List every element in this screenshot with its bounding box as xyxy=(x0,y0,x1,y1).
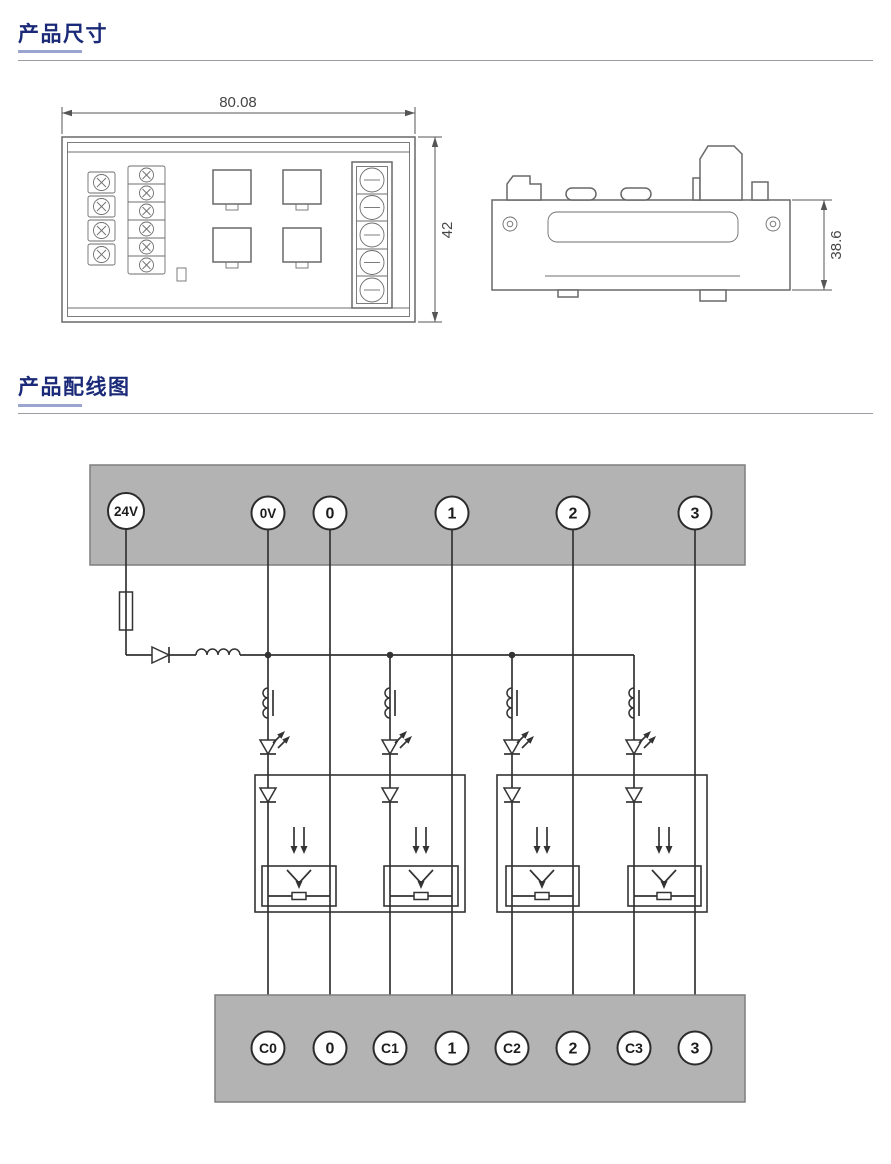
side-housing-outline xyxy=(491,199,791,291)
section-title-dimensions: 产品尺寸 xyxy=(18,23,108,46)
right-terminal-strip xyxy=(351,161,393,309)
side-view-drawing: 38.6 xyxy=(491,145,845,302)
terminal-bottom-0: 0 xyxy=(312,1030,348,1066)
din-notch xyxy=(557,289,579,298)
section-title-wiring: 产品配线图 xyxy=(18,376,131,399)
diode-symbol xyxy=(151,645,171,665)
led-symbol xyxy=(258,731,290,756)
section-divider-rule xyxy=(18,60,873,61)
inductor-symbol-bus xyxy=(195,648,241,656)
power-supply-branch xyxy=(118,529,634,665)
coupling-arrows xyxy=(655,827,673,854)
terminal-bottom-c3: C3 xyxy=(616,1030,652,1066)
terminal-bottom-c2: C2 xyxy=(494,1030,530,1066)
side-small-block xyxy=(751,181,769,201)
terminal-top-2: 2 xyxy=(555,495,591,531)
svg-text:C3: C3 xyxy=(625,1040,643,1056)
terminal-top-0: 0 xyxy=(312,495,348,531)
title-accent-underline-2 xyxy=(18,404,82,407)
side-connector-bump xyxy=(506,175,542,201)
coupling-arrows xyxy=(412,827,430,854)
side-terminal-cover xyxy=(699,145,743,201)
photodiode-symbol xyxy=(502,787,522,804)
inductor-symbol xyxy=(628,687,640,719)
relay-blocks xyxy=(176,169,322,282)
terminal-bottom-c1: C1 xyxy=(372,1030,408,1066)
side-height-dimension: 38.6 xyxy=(792,199,845,291)
relay-contact-symbol xyxy=(505,865,580,907)
height-dimension: 42 xyxy=(418,136,456,323)
output-channel-3 xyxy=(624,530,702,1032)
terminal-bottom-c0: C0 xyxy=(250,1030,286,1066)
svg-text:2: 2 xyxy=(569,1041,578,1058)
optocoupler-group-box-2 xyxy=(496,774,708,913)
side-ledge xyxy=(692,177,701,201)
terminal-top-3: 3 xyxy=(677,495,713,531)
side-label-recess xyxy=(547,211,739,243)
bottom-terminal-bar xyxy=(214,994,746,1103)
svg-text:C0: C0 xyxy=(259,1040,277,1056)
title-accent-underline xyxy=(18,50,82,53)
optocoupler-group-box-1 xyxy=(254,774,466,913)
side-screw-left xyxy=(506,220,514,228)
photodiode-symbol xyxy=(258,787,278,804)
terminal-top-1: 1 xyxy=(434,495,470,531)
svg-text:0V: 0V xyxy=(260,506,277,521)
relay-contact-symbol xyxy=(383,865,459,907)
inductor-symbol xyxy=(384,687,396,719)
relay-contact-symbol xyxy=(627,865,702,907)
front-view-drawing: 80.08 42 xyxy=(61,94,456,323)
svg-text:0: 0 xyxy=(326,1041,335,1058)
terminal-bottom-3: 3 xyxy=(677,1030,713,1066)
inductor-symbol xyxy=(262,687,274,719)
svg-text:3: 3 xyxy=(691,1041,700,1058)
output-channel-0 xyxy=(258,530,337,1032)
svg-text:2: 2 xyxy=(569,506,578,523)
terminal-top-0v: 0V xyxy=(250,495,286,531)
side-dome-1 xyxy=(565,187,597,201)
side-dome-2 xyxy=(620,187,652,201)
side-height-dimension-label: 38.6 xyxy=(828,230,845,259)
svg-text:0: 0 xyxy=(326,506,335,523)
din-clip xyxy=(699,289,727,302)
inductor-symbol xyxy=(506,687,518,719)
terminal-top-24v: 24V xyxy=(107,492,145,530)
product-wiring-diagram: 24V 0V 0 1 2 3 C0 0 xyxy=(89,464,746,1103)
output-channel-2 xyxy=(502,530,580,1032)
photodiode-symbol xyxy=(380,787,400,804)
photodiode-symbol xyxy=(624,787,644,804)
coupling-arrows xyxy=(533,827,551,854)
relay-contact-symbol xyxy=(261,865,337,907)
svg-text:1: 1 xyxy=(448,506,457,523)
svg-text:C2: C2 xyxy=(503,1040,521,1056)
height-dimension-label: 42 xyxy=(439,222,456,239)
top-terminal-bar xyxy=(89,464,746,566)
svg-text:C1: C1 xyxy=(381,1040,399,1056)
side-screw-right xyxy=(769,220,777,228)
led-symbol xyxy=(380,731,412,756)
svg-text:24V: 24V xyxy=(114,504,138,519)
coupling-arrows xyxy=(290,827,308,854)
fuse-symbol xyxy=(118,591,134,631)
left-terminal-column xyxy=(87,171,116,266)
led-symbol xyxy=(502,731,534,756)
svg-text:3: 3 xyxy=(691,506,700,523)
terminal-bottom-2: 2 xyxy=(555,1030,591,1066)
width-dimension: 80.08 xyxy=(61,94,416,134)
product-dimensions-drawing: 80.08 42 xyxy=(61,94,845,323)
left-terminal-strip xyxy=(127,165,166,275)
front-housing-inner xyxy=(67,142,410,317)
output-channel-1 xyxy=(380,530,459,1032)
svg-text:1: 1 xyxy=(448,1041,457,1058)
terminal-bottom-1: 1 xyxy=(434,1030,470,1066)
led-symbol xyxy=(624,731,656,756)
width-dimension-label: 80.08 xyxy=(219,94,257,111)
small-component xyxy=(176,267,187,282)
section-divider-rule-2 xyxy=(18,413,873,414)
